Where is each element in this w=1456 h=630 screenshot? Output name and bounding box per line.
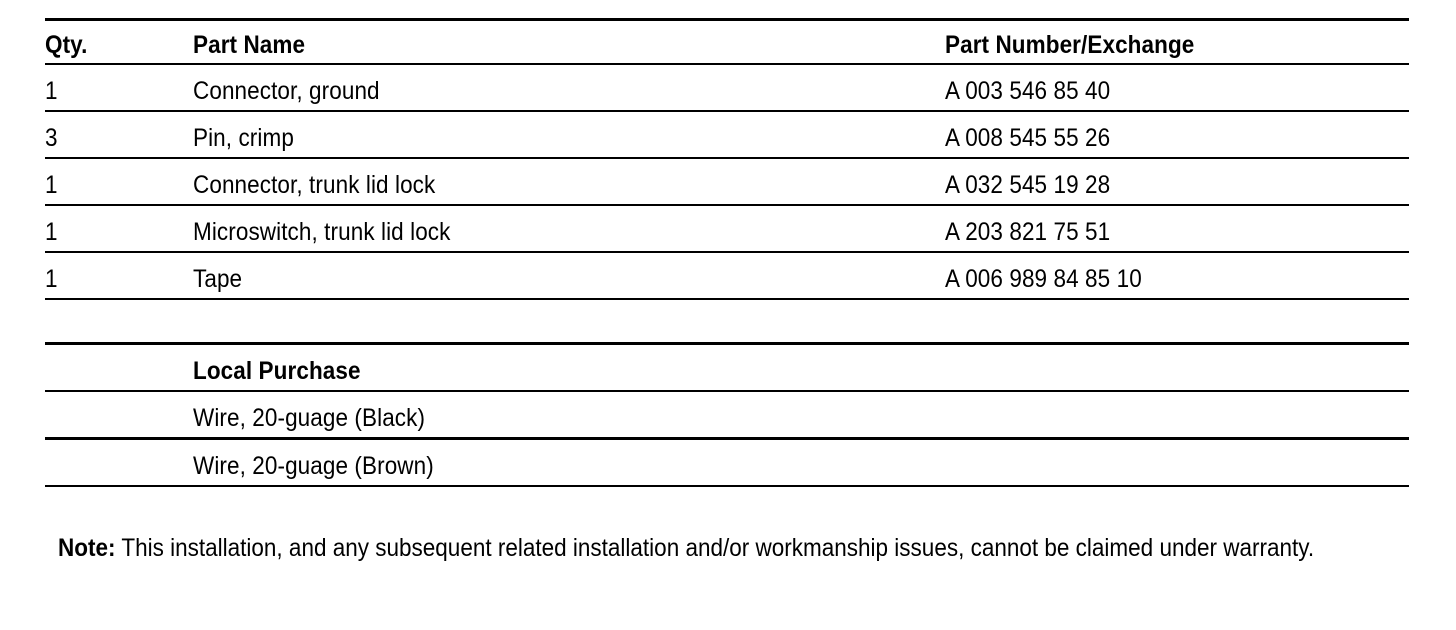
table-row: Wire, 20-guage (Brown) xyxy=(45,439,1409,487)
cell-part-name: Microswitch, trunk lid lock xyxy=(193,218,451,246)
column-header-part-name: Part Name xyxy=(193,31,306,59)
column-header-qty: Qty. xyxy=(45,31,88,59)
cell-qty: 1 xyxy=(45,218,58,246)
table-row: 1 Connector, ground A 003 546 85 40 xyxy=(45,64,1409,111)
table-row: 1 Connector, trunk lid lock A 032 545 19… xyxy=(45,158,1409,205)
cell-part-number xyxy=(945,439,1409,487)
cell-part-number xyxy=(945,391,1409,439)
cell-qty xyxy=(45,391,193,439)
note-label: Note: xyxy=(58,534,116,562)
local-purchase-heading: Local Purchase xyxy=(193,357,361,385)
cell-qty xyxy=(45,344,193,392)
local-purchase-heading-row: Local Purchase xyxy=(45,344,1409,392)
table-row: Wire, 20-guage (Black) xyxy=(45,391,1409,439)
cell-part-name: Wire, 20-guage (Brown) xyxy=(193,452,434,480)
cell-part-number xyxy=(945,344,1409,392)
cell-qty: 3 xyxy=(45,124,58,152)
cell-part-name: Pin, crimp xyxy=(193,124,294,152)
cell-qty: 1 xyxy=(45,77,58,105)
note-block: Note: This installation, and any subsequ… xyxy=(58,533,1348,564)
cell-part-name: Wire, 20-guage (Black) xyxy=(193,404,426,432)
parts-table: Qty. Part Name Part Number/Exchange 1 Co… xyxy=(45,18,1409,487)
cell-spacer xyxy=(45,299,193,344)
cell-part-name: Tape xyxy=(193,265,243,293)
cell-part-name: Connector, ground xyxy=(193,77,380,105)
cell-part-number: A 003 546 85 40 xyxy=(945,77,1111,105)
cell-part-number: A 006 989 84 85 10 xyxy=(945,265,1142,293)
cell-spacer xyxy=(193,299,945,344)
table-spacer-row xyxy=(45,299,1409,344)
column-header-part-number: Part Number/Exchange xyxy=(945,31,1195,59)
cell-qty: 1 xyxy=(45,171,58,199)
cell-part-number: A 008 545 55 26 xyxy=(945,124,1111,152)
table-body: 1 Connector, ground A 003 546 85 40 3 Pi… xyxy=(45,64,1409,486)
cell-part-number: A 203 821 75 51 xyxy=(945,218,1111,246)
cell-part-name: Connector, trunk lid lock xyxy=(193,171,436,199)
cell-qty: 1 xyxy=(45,265,58,293)
table-row: 1 Tape A 006 989 84 85 10 xyxy=(45,252,1409,299)
table-row: 1 Microswitch, trunk lid lock A 203 821 … xyxy=(45,205,1409,252)
cell-part-number: A 032 545 19 28 xyxy=(945,171,1111,199)
table-row: 3 Pin, crimp A 008 545 55 26 xyxy=(45,111,1409,158)
table-header: Qty. Part Name Part Number/Exchange xyxy=(45,19,1409,64)
cell-spacer xyxy=(945,299,1409,344)
note-body: This installation, and any subsequent re… xyxy=(121,534,1315,562)
table-header-row: Qty. Part Name Part Number/Exchange xyxy=(45,19,1409,64)
cell-qty xyxy=(45,439,193,487)
